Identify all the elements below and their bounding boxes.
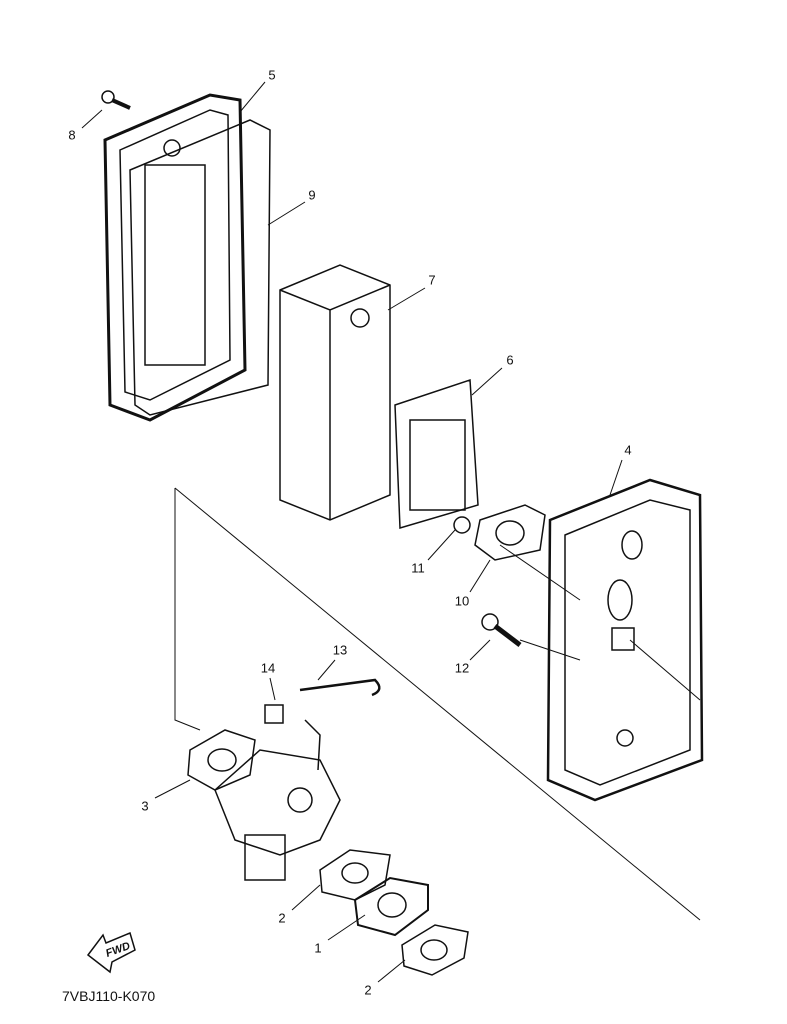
part-12-bolt — [481, 613, 522, 647]
callout-5: 5 — [268, 67, 276, 83]
part-4-silencer — [546, 478, 704, 802]
callout-2-upper: 2 — [278, 910, 286, 926]
part-2-gasket-upper — [319, 849, 391, 901]
part-8-screw — [101, 90, 131, 110]
callout-6: 6 — [506, 352, 514, 368]
callout-13: 13 — [332, 642, 348, 658]
part-2-gasket-lower — [401, 924, 469, 976]
part-14-sleeve — [264, 704, 284, 724]
part-7-filter — [279, 264, 391, 521]
callout-9: 9 — [308, 187, 316, 203]
part-1-spacer — [353, 876, 429, 937]
part-10-gasket — [474, 504, 546, 561]
guide-lines — [81, 81, 701, 983]
callout-1: 1 — [314, 940, 322, 956]
part-6-plate — [394, 378, 479, 529]
callout-10: 10 — [454, 593, 470, 609]
part-11-nut — [453, 516, 471, 534]
callout-11: 11 — [411, 560, 425, 576]
part-5-cover — [103, 93, 247, 422]
carburetor — [214, 719, 341, 881]
callout-2-lower: 2 — [364, 982, 372, 998]
callout-4: 4 — [624, 442, 632, 458]
part-3-gasket — [187, 729, 256, 791]
part-9-gasket — [129, 119, 271, 416]
part-13-rod — [299, 678, 381, 697]
callout-3: 3 — [141, 798, 149, 814]
callout-14: 14 — [260, 660, 276, 676]
callout-7: 7 — [428, 272, 436, 288]
callout-8: 8 — [68, 127, 76, 143]
callout-12: 12 — [454, 660, 470, 676]
diagram-part-code: 7VBJ110-K070 — [62, 988, 156, 1004]
fwd-arrow-icon — [86, 931, 136, 974]
